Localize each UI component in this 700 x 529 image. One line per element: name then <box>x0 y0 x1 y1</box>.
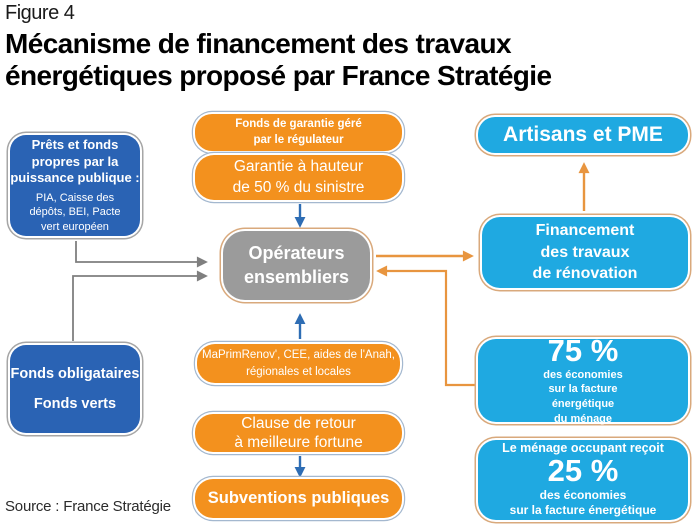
box-financement-travaux: Financement des travaux de rénovation <box>482 217 688 288</box>
box-financement-label: Financement des travaux de rénovation <box>532 222 638 283</box>
arrow-obligataires-to-operateurs <box>72 270 208 341</box>
box-operateurs-ensembliers: Opérateurs ensembliers <box>223 231 370 300</box>
box-75-desc: des économies sur la facture énergétique… <box>543 368 623 425</box>
box-prets-title: Prêts et fonds propres par la puissance … <box>10 137 140 186</box>
box-prets-et-fonds-propres: Prêts et fonds propres par la puissance … <box>10 135 140 236</box>
box-25-desc: des économies sur la facture énergétique <box>509 487 657 518</box>
figure-label: Figure 4 <box>5 2 75 24</box>
box-maprimrenov-aides: MaPrimRenov', CEE, aides de l'Anah, régi… <box>197 344 400 383</box>
box-garantie-50: Garantie à hauteur de 50 % du sinistre <box>195 155 402 200</box>
box-25-value: 25 % <box>547 453 619 489</box>
box-subventions-label: Subventions publiques <box>207 489 390 507</box>
box-clause-retour: Clause de retour à meilleure fortune <box>195 414 402 452</box>
box-artisans-label: Artisans et PME <box>503 123 663 146</box>
box-subventions-publiques: Subventions publiques <box>195 479 402 518</box>
box-fonds-obligataires-label: Fonds obligataires Fonds verts <box>10 365 140 412</box>
source-caption: Source : France Stratégie <box>5 498 171 515</box>
box-clause-retour-label: Clause de retour à meilleure fortune <box>234 414 363 451</box>
box-fonds-de-garantie: Fonds de garantie géré par le régulateur <box>195 114 402 151</box>
box-artisans-et-pme: Artisans et PME <box>478 117 688 153</box>
box-operateurs-label: Opérateurs ensembliers <box>243 243 350 287</box>
box-fonds-de-garantie-label: Fonds de garantie géré par le régulateur <box>235 117 362 146</box>
box-75-value: 75 % <box>547 332 619 368</box>
box-25-percent: Le ménage occupant reçoit 25 % des écono… <box>478 440 688 520</box>
page-title: Mécanisme de financement des travaux éne… <box>5 28 552 91</box>
box-75-percent: 75 % des économies sur la facture énergé… <box>478 335 688 425</box>
box-fonds-obligataires: Fonds obligataires Fonds verts <box>10 345 140 433</box>
arrow-prets-to-operateurs <box>75 241 208 268</box>
box-25-intro: Le ménage occupant reçoit <box>502 441 664 456</box>
box-maprimrenov-label: MaPrimRenov', CEE, aides de l'Anah, régi… <box>202 349 395 378</box>
box-prets-subtitle: PIA, Caisse des dépôts, BEI, Pacte vert … <box>29 191 121 233</box>
box-garantie-50-label: Garantie à hauteur de 50 % du sinistre <box>232 158 365 196</box>
